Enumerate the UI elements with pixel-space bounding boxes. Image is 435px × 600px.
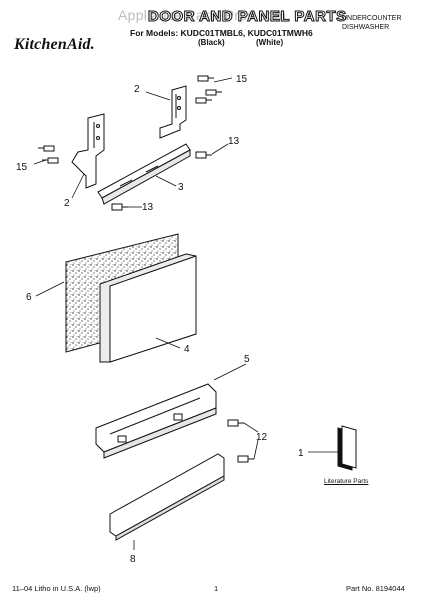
screws-15-upper <box>195 75 222 104</box>
page-title: DOOR AND PANEL PARTS <box>148 8 347 26</box>
callout-13-upper: 13 <box>228 136 240 147</box>
part-number: Part No. 8194044 <box>346 584 405 593</box>
product-type: UNDERCOUNTER DISHWASHER <box>342 14 402 32</box>
variant-black: (Black) <box>198 38 225 47</box>
print-info: 11–04 Litho in U.S.A. (lwp) <box>12 584 101 593</box>
bracket-lower <box>71 113 105 189</box>
callout-4: 4 <box>184 344 190 355</box>
callout-12: 12 <box>256 432 268 443</box>
leader-lines <box>33 77 338 550</box>
screws-15-lower <box>38 145 59 164</box>
callout-1: 1 <box>298 448 304 459</box>
callout-15-upper: 15 <box>236 74 248 85</box>
literature-parts-label: Literature Parts <box>324 478 369 485</box>
brand-logo: KitchenAid. <box>14 36 95 53</box>
bracket-upper <box>159 85 187 139</box>
screws-12 <box>227 419 254 463</box>
variant-white: (White) <box>256 38 284 47</box>
callout-2-upper: 2 <box>134 84 140 95</box>
callout-13-lower: 13 <box>142 202 154 213</box>
bottom-bracket-5 <box>95 383 217 459</box>
callout-5: 5 <box>244 354 250 365</box>
toe-kick-panel <box>109 453 225 541</box>
callouts: 15 2 13 15 2 3 13 6 4 5 12 1 8 <box>16 74 304 565</box>
callout-6: 6 <box>26 292 32 303</box>
model-numbers: For Models: KUDC01TMBL6, KUDC01TMWH6 <box>130 28 313 38</box>
callout-15-lower: 15 <box>16 162 28 173</box>
literature-booklet <box>337 425 357 471</box>
callout-2-lower: 2 <box>64 198 70 209</box>
mounting-rail <box>97 143 191 205</box>
screws-13 <box>111 151 212 211</box>
door-panel <box>99 253 197 363</box>
product-type-line2: DISHWASHER <box>342 24 390 31</box>
product-type-line1: UNDERCOUNTER <box>342 15 402 22</box>
watermark: Appliance Parts Pros.com <box>118 7 287 23</box>
callout-3: 3 <box>178 182 184 193</box>
page-number: 1 <box>214 584 219 593</box>
callout-8: 8 <box>130 554 136 565</box>
